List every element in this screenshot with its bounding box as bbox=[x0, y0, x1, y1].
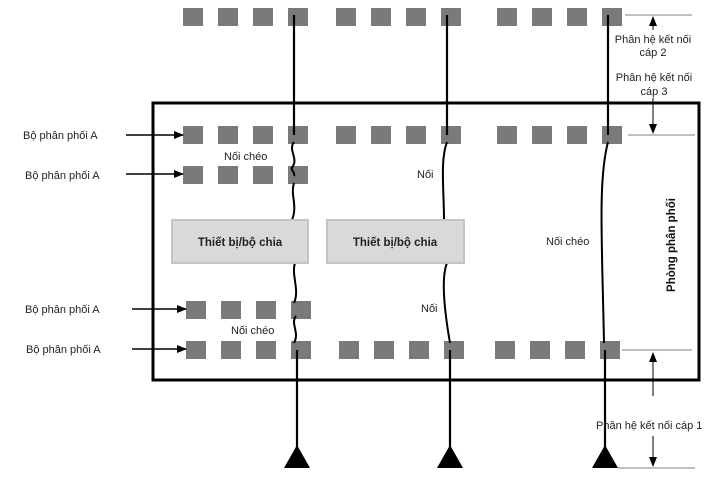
port-square bbox=[371, 126, 391, 144]
subsystem-level1-label: Phân hệ kết nối cáp 1 bbox=[596, 420, 702, 432]
outlet-icon bbox=[284, 445, 310, 468]
room-label: Phòng phân phối bbox=[666, 198, 678, 292]
subsystem-level3-label-2: cáp 3 bbox=[641, 86, 668, 98]
subsystem-level3-label-1: Phân hệ kết nối bbox=[616, 72, 692, 84]
outlet-icon bbox=[592, 445, 618, 468]
port-row-row-a4 bbox=[186, 341, 620, 359]
port-square bbox=[530, 341, 550, 359]
cable-right-crossconnect bbox=[600, 141, 609, 344]
cable-middle-from-device bbox=[442, 262, 451, 344]
port-square bbox=[256, 301, 276, 319]
port-square bbox=[497, 126, 517, 144]
port-square bbox=[406, 8, 426, 26]
cable-middle-to-device bbox=[441, 141, 448, 221]
port-square bbox=[602, 126, 622, 144]
distributor-a-3: Bộ phân phối A bbox=[25, 304, 187, 316]
cables bbox=[290, 15, 610, 455]
port-square bbox=[183, 8, 203, 26]
port-square bbox=[253, 166, 273, 184]
port-square bbox=[371, 8, 391, 26]
port-square bbox=[253, 8, 273, 26]
port-square bbox=[532, 126, 552, 144]
port-square bbox=[218, 166, 238, 184]
port-groups bbox=[183, 8, 622, 359]
subsystem-level3-dimension: Phân hệ kết nối cáp 3 bbox=[616, 72, 695, 136]
cross-connect-label-top: Nối chéo bbox=[224, 151, 267, 163]
port-square bbox=[253, 126, 273, 144]
distributor-a-1: Bộ phân phối A bbox=[23, 130, 184, 142]
subsystem-level1-dimension: Phân hệ kết nối cáp 1 bbox=[596, 349, 702, 469]
port-square bbox=[256, 341, 276, 359]
device-right: Thiết bị/bộ chia bbox=[326, 219, 465, 264]
port-square bbox=[291, 341, 311, 359]
port-row-row-a3 bbox=[186, 301, 311, 319]
port-square bbox=[288, 126, 308, 144]
port-square bbox=[441, 8, 461, 26]
port-row-row-a2 bbox=[183, 166, 308, 184]
distributor-label: Bộ phân phối A bbox=[26, 344, 101, 356]
port-square bbox=[221, 341, 241, 359]
port-square bbox=[444, 341, 464, 359]
cable-left-to-device bbox=[291, 182, 296, 221]
port-square bbox=[288, 8, 308, 26]
port-square bbox=[374, 341, 394, 359]
cross-connect-label-right: Nối chéo bbox=[546, 236, 589, 248]
subsystem-level2-label-2: cáp 2 bbox=[640, 47, 667, 59]
port-square bbox=[495, 341, 515, 359]
device-left: Thiết bị/bộ chia bbox=[171, 219, 309, 264]
port-square bbox=[183, 166, 203, 184]
port-square bbox=[221, 301, 241, 319]
port-square bbox=[218, 126, 238, 144]
distributor-label: Bộ phân phối A bbox=[25, 170, 100, 182]
port-square bbox=[336, 8, 356, 26]
port-square bbox=[183, 126, 203, 144]
cable-left-crossconnect-bottom bbox=[293, 315, 297, 344]
subsystem-level2-label-1: Phân hệ kết nối bbox=[615, 34, 691, 46]
cross-connect-label-bottom: Nối chéo bbox=[231, 325, 274, 337]
interconnect-label-top: Nối bbox=[417, 169, 434, 181]
port-square bbox=[336, 126, 356, 144]
distributor-label: Bộ phân phối A bbox=[23, 130, 98, 142]
port-square bbox=[567, 126, 587, 144]
cable-left-crossconnect-top bbox=[290, 141, 296, 177]
port-square bbox=[186, 301, 206, 319]
port-row-row-a1 bbox=[183, 126, 622, 144]
port-square bbox=[186, 341, 206, 359]
distributor-a-2: Bộ phân phối A bbox=[25, 170, 184, 182]
distribution-room-frame bbox=[151, 101, 701, 382]
subsystem-level2-dimension: Phân hệ kết nối cáp 2 bbox=[615, 14, 692, 59]
port-square bbox=[567, 8, 587, 26]
cable-left-from-device bbox=[293, 262, 298, 304]
device-right-label: Thiết bị/bộ chia bbox=[353, 237, 438, 249]
port-square bbox=[441, 126, 461, 144]
port-square bbox=[339, 341, 359, 359]
device-left-label: Thiết bị/bộ chia bbox=[198, 237, 283, 249]
port-square bbox=[291, 301, 311, 319]
outlets bbox=[284, 445, 618, 468]
port-square bbox=[600, 341, 620, 359]
port-row-top-outside bbox=[183, 8, 622, 26]
port-square bbox=[602, 8, 622, 26]
distributor-label: Bộ phân phối A bbox=[25, 304, 100, 316]
outlet-icon bbox=[437, 445, 463, 468]
port-square bbox=[406, 126, 426, 144]
distributor-a-4: Bộ phân phối A bbox=[26, 344, 187, 356]
port-square bbox=[497, 8, 517, 26]
port-square bbox=[532, 8, 552, 26]
port-square bbox=[218, 8, 238, 26]
interconnect-label-bottom: Nối bbox=[421, 303, 438, 315]
port-square bbox=[565, 341, 585, 359]
port-square bbox=[409, 341, 429, 359]
